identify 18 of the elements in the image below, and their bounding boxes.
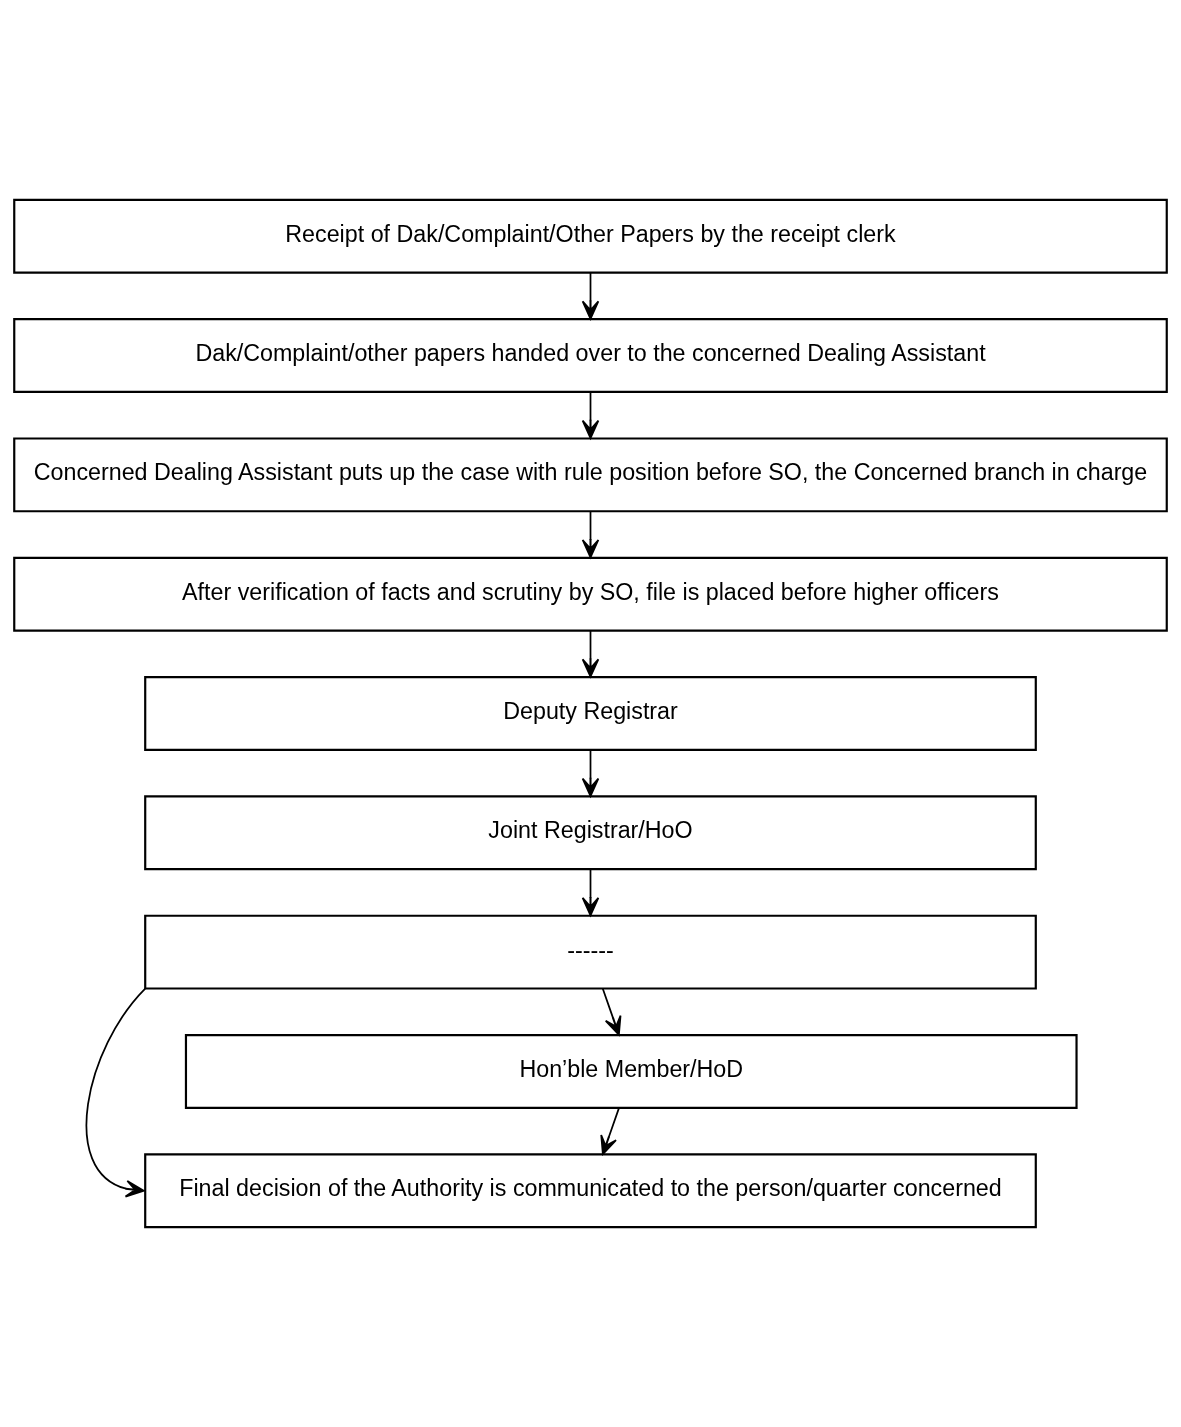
arrow <box>601 987 622 1036</box>
node-box: Dak/Complaint/other papers handed over to the concerned Dealing Assistant <box>13 318 1168 393</box>
node-box: Deputy Registrar <box>144 676 1037 751</box>
arrow <box>581 391 600 439</box>
node-box: Joint Registrar/HoO <box>144 795 1037 871</box>
arrow <box>600 1106 620 1155</box>
arrow <box>581 629 600 678</box>
node-box: Hon’ble Member/HoD <box>184 1034 1078 1109</box>
node-box: Concerned Dealing Assistant puts up the case with rule position before SO, the Concerned branch in charge <box>13 437 1168 513</box>
node-box: After verification of facts and scrutiny by SO, file is placed before higher officers <box>13 556 1168 632</box>
arrow <box>581 271 600 320</box>
arrow <box>85 987 147 1198</box>
arrow <box>581 510 600 559</box>
arrow <box>581 749 600 797</box>
node-box: Final decision of the Authority is communicated to the person/quarter concerned <box>144 1153 1037 1229</box>
arrow <box>581 868 600 917</box>
node-box: ------ <box>144 914 1037 990</box>
node-box: Receipt of Dak/Complaint/Other Papers by the receipt clerk <box>13 198 1168 274</box>
